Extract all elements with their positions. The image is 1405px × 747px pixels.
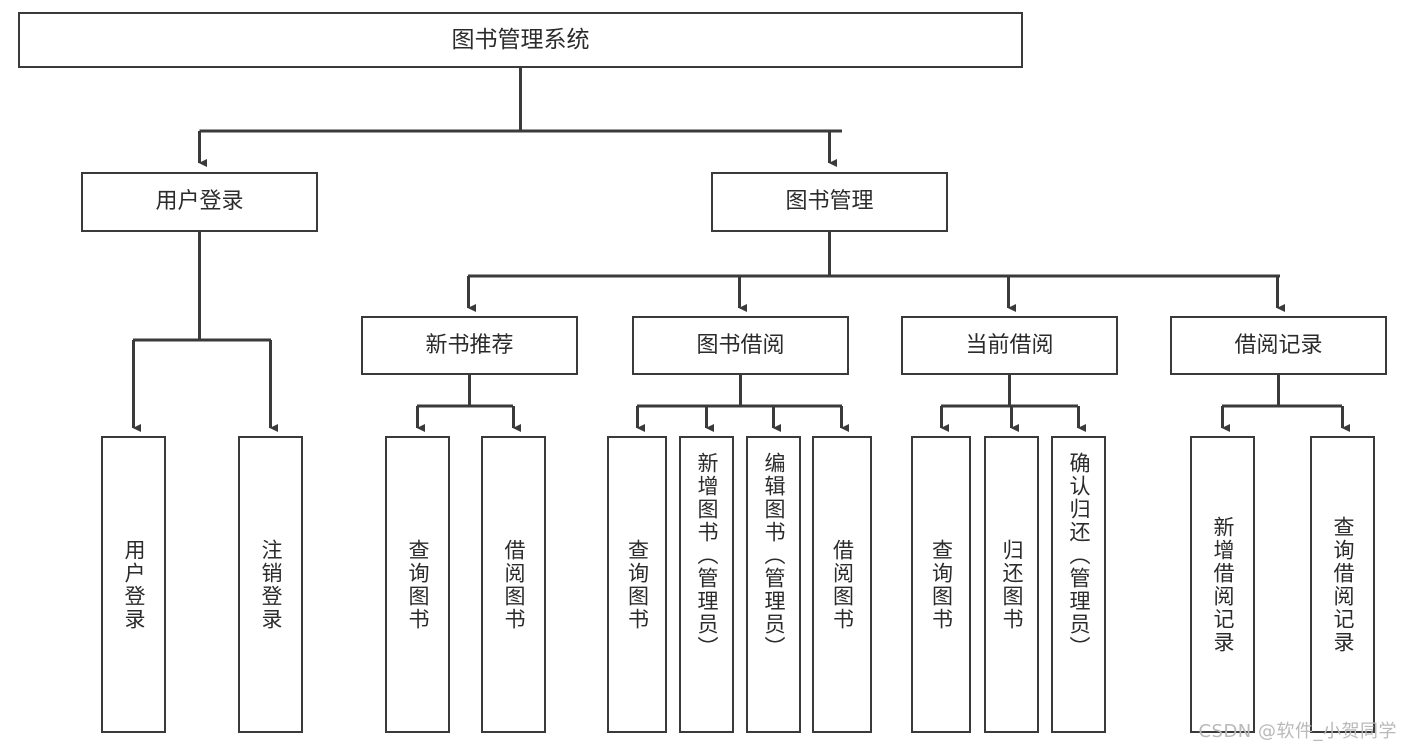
node-leaf-borrow-query[interactable]: 查询图书 [607, 436, 667, 733]
node-leaf-rec-borrow-label: 借阅图书 [502, 538, 526, 631]
node-leaf-rec-query-label: 查询图书 [406, 538, 430, 631]
node-leaf-cur-confirm[interactable]: 确认归还（管理员） [1051, 436, 1106, 733]
node-leaf-rec-query[interactable]: 查询图书 [385, 436, 450, 733]
node-leaf-user-logout[interactable]: 注销登录 [238, 436, 303, 733]
node-borrow-record[interactable]: 借阅记录 [1170, 316, 1387, 375]
node-leaf-cur-return-label: 归还图书 [1000, 538, 1024, 631]
node-leaf-borrow-edit-label: 编辑图书（管理员） [762, 452, 786, 659]
node-leaf-user-logout-label: 注销登录 [259, 538, 283, 631]
node-book-manage-label: 图书管理 [785, 189, 874, 215]
node-book-borrow[interactable]: 图书借阅 [632, 316, 849, 375]
node-user-login-label: 用户登录 [155, 189, 244, 215]
node-leaf-user-login[interactable]: 用户登录 [101, 436, 166, 733]
node-leaf-borrow-edit[interactable]: 编辑图书（管理员） [746, 436, 801, 733]
node-leaf-user-login-label: 用户登录 [122, 538, 146, 631]
node-leaf-cur-query-label: 查询图书 [929, 538, 954, 631]
node-leaf-borrow-add-label: 新增图书（管理员） [695, 452, 719, 659]
node-leaf-borrow-do[interactable]: 借阅图书 [812, 436, 872, 733]
node-leaf-cur-query[interactable]: 查询图书 [911, 436, 971, 733]
node-current-borrow[interactable]: 当前借阅 [901, 316, 1118, 375]
node-user-login[interactable]: 用户登录 [81, 172, 318, 232]
node-leaf-cur-return[interactable]: 归还图书 [984, 436, 1039, 733]
node-book-borrow-label: 图书借阅 [696, 332, 785, 358]
node-leaf-borrow-query-label: 查询图书 [625, 538, 650, 631]
node-book-manage[interactable]: 图书管理 [711, 172, 948, 232]
node-root[interactable]: 图书管理系统 [18, 12, 1023, 68]
node-leaf-rec-add[interactable]: 新增借阅记录 [1190, 436, 1255, 733]
node-leaf-rec-add-label: 新增借阅记录 [1211, 515, 1235, 654]
node-new-book-rec-label: 新书推荐 [425, 332, 514, 358]
node-borrow-record-label: 借阅记录 [1234, 332, 1323, 358]
node-leaf-rec-query2[interactable]: 查询借阅记录 [1310, 436, 1375, 733]
node-root-label: 图书管理系统 [451, 26, 590, 53]
csdn-watermark: CSDN @软件_小贺同学 [1198, 721, 1397, 742]
node-leaf-rec-query2-label: 查询借阅记录 [1331, 515, 1355, 654]
node-leaf-rec-borrow[interactable]: 借阅图书 [481, 436, 546, 733]
node-leaf-borrow-do-label: 借阅图书 [830, 538, 855, 631]
node-current-borrow-label: 当前借阅 [965, 332, 1054, 358]
node-leaf-borrow-add[interactable]: 新增图书（管理员） [679, 436, 734, 733]
node-new-book-rec[interactable]: 新书推荐 [361, 316, 578, 375]
node-leaf-cur-confirm-label: 确认归还（管理员） [1067, 452, 1091, 659]
